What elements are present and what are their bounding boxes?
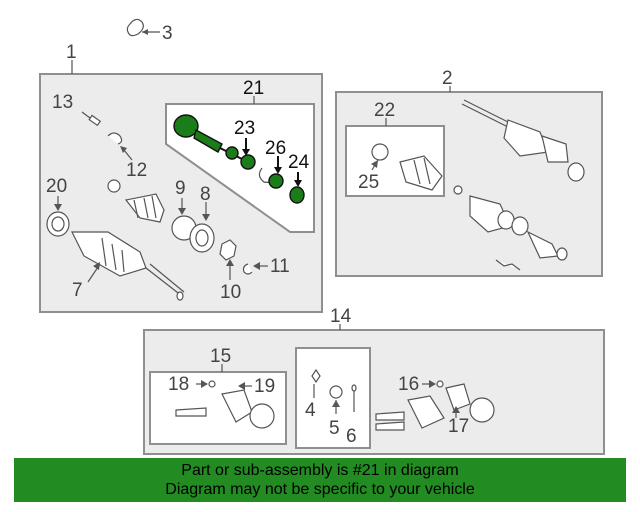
callout-19: 19: [254, 376, 275, 397]
part-info-banner: Part or sub-assembly is #21 in diagram D…: [14, 458, 626, 502]
callout-15: 15: [210, 346, 231, 367]
part-13-bolt[interactable]: [81, 111, 102, 127]
banner-line-2: Diagram may not be specific to your vehi…: [165, 481, 475, 498]
part-18-clamp[interactable]: [196, 380, 216, 388]
part-23-boot-clamp[interactable]: [242, 138, 250, 156]
part-25-seal[interactable]: [371, 143, 389, 171]
callout-3: 3: [162, 23, 173, 44]
banner-line-1: Part or sub-assembly is #21 in diagram: [181, 462, 459, 479]
callout-2: 2: [442, 68, 453, 89]
part-boot[interactable]: [124, 193, 165, 223]
part-4-ring[interactable]: [311, 368, 321, 398]
part-24-seal[interactable]: [289, 172, 305, 204]
part-small-clamp[interactable]: [107, 179, 121, 193]
part-12-clip[interactable]: [107, 132, 133, 161]
callout-25: 25: [358, 172, 379, 193]
part-10-spider[interactable]: [219, 239, 237, 280]
part-3-clip[interactable]: [126, 18, 160, 37]
callout-16: 16: [398, 374, 419, 395]
callout-10: 10: [220, 282, 241, 303]
part-21-axle-shaft[interactable]: [173, 114, 256, 170]
callout-23: 23: [234, 118, 255, 139]
callout-14: 14: [330, 306, 352, 327]
callout-26: 26: [265, 138, 286, 159]
callout-17: 17: [448, 416, 469, 437]
part-17-boot[interactable]: [375, 383, 495, 431]
callout-24: 24: [288, 152, 310, 173]
part-16-clamp[interactable]: [422, 380, 444, 388]
part-boot-kit[interactable]: [399, 155, 443, 191]
callout-9: 9: [175, 178, 186, 199]
part-20-boot-clamp[interactable]: [46, 196, 70, 237]
callout-6: 6: [346, 426, 357, 447]
part-26-snap-ring[interactable]: [258, 156, 284, 189]
callout-5: 5: [329, 418, 340, 439]
part-7-outer-joint-shaft[interactable]: [71, 231, 185, 301]
callout-13: 13: [52, 92, 73, 113]
part-8-housing[interactable]: [189, 202, 215, 253]
callout-11: 11: [270, 256, 290, 277]
callout-7: 7: [72, 280, 83, 301]
part-right-shaft-lower[interactable]: [453, 185, 568, 271]
callout-4: 4: [305, 400, 316, 421]
group-box-center: [295, 347, 371, 449]
callout-8: 8: [200, 184, 211, 205]
part-right-shaft-upper[interactable]: [461, 99, 585, 182]
callout-20: 20: [46, 176, 67, 197]
part-5-bearing[interactable]: [329, 385, 343, 414]
callout-18: 18: [168, 374, 189, 395]
callout-1: 1: [66, 42, 77, 63]
callout-22: 22: [374, 100, 395, 121]
callout-12: 12: [126, 160, 147, 181]
part-6-pin[interactable]: [351, 384, 357, 412]
part-19-boot[interactable]: [175, 382, 275, 429]
callout-21: 21: [243, 78, 264, 99]
part-11-snap-ring[interactable]: [242, 262, 269, 275]
